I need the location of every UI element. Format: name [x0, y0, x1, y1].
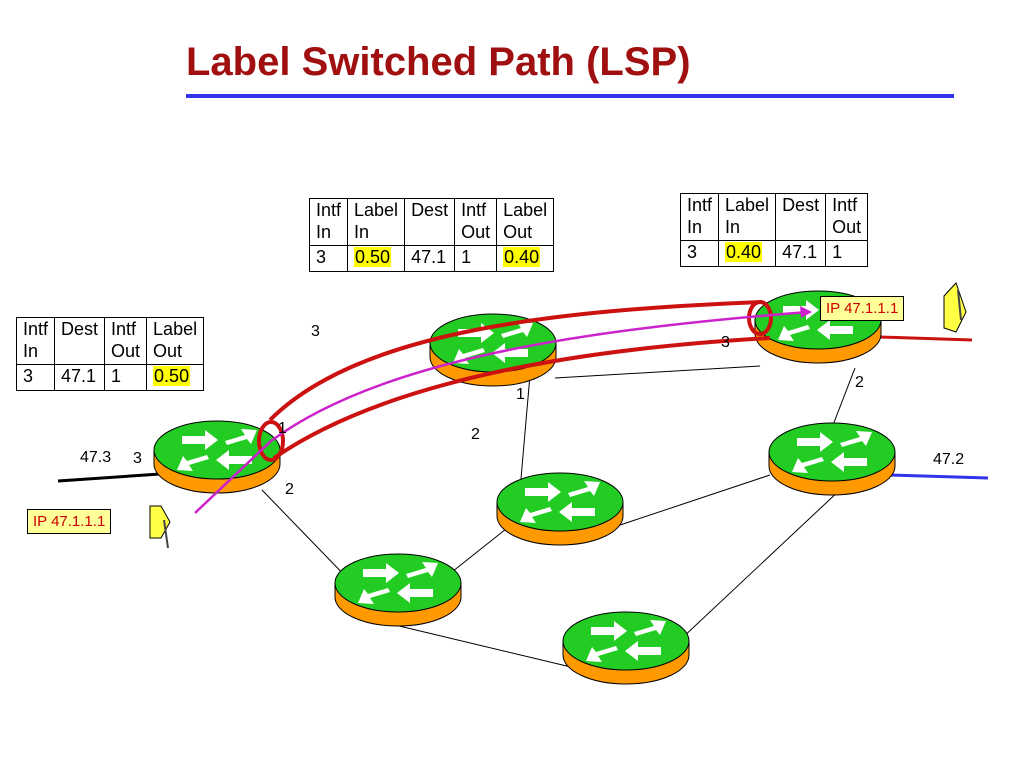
table-cell: 1 [104, 364, 148, 391]
egress-packet-label: IP 47.1.1.1 [820, 296, 905, 321]
lsp-tunnel-lower [272, 336, 771, 460]
link-r1-r4 [261, 489, 353, 584]
lsp-ingress-ring [257, 420, 285, 462]
port-label: 2 [471, 426, 480, 443]
table-cell: 3 [308, 245, 349, 272]
table-cell: 1 [825, 240, 869, 267]
router-icon [334, 553, 462, 627]
table-cell-highlighted: 0.40 [496, 245, 555, 272]
link-r4-r7 [394, 624, 576, 669]
table-cell: 3 [679, 240, 720, 267]
table-cell: 47.1 [775, 240, 827, 267]
router-icon [562, 611, 690, 685]
port-label: 1 [278, 420, 287, 437]
router-icon [496, 472, 624, 546]
table-row: 3 0.50 47.1 1 0.40 [308, 245, 555, 272]
router-icon [768, 422, 896, 496]
port-label: 1 [516, 386, 525, 403]
network-label: 47.3 [80, 449, 112, 466]
table-row: 3 0.40 47.1 1 [679, 240, 869, 267]
table-cell: 47.1 [404, 245, 456, 272]
table-cell-highlighted: 0.50 [146, 364, 205, 391]
link-47-2 [889, 473, 989, 480]
lsp-tunnel-upper [268, 300, 763, 422]
network-label: 47.2 [933, 451, 965, 468]
link-egress-out [879, 335, 973, 342]
link-r2-r5 [519, 374, 531, 491]
table-cell: 1 [454, 245, 498, 272]
table-cell: 3 [15, 364, 56, 391]
table-cell: 47.1 [54, 364, 106, 391]
port-label: 2 [285, 481, 294, 498]
port-label: 2 [855, 374, 864, 391]
table-header-cell: Dest [775, 192, 827, 242]
table-header-cell: Dest [404, 197, 456, 247]
title-underline [186, 94, 954, 98]
slide-title: Label Switched Path (LSP) [186, 40, 691, 84]
table-cell-highlighted: 0.40 [718, 240, 777, 267]
port-label: 3 [133, 450, 142, 467]
packet-arrow-icon [149, 505, 171, 549]
link-r6-r7 [679, 487, 843, 641]
link-r2-r3 [554, 365, 761, 379]
link-47-3 [57, 472, 161, 483]
packet-path-arrowhead [800, 306, 812, 318]
port-label: 3 [721, 334, 730, 351]
packet-path [194, 310, 809, 514]
port-label: 3 [311, 323, 320, 340]
packet-arrow-icon [943, 282, 967, 333]
table-header-cell: Dest [54, 316, 106, 366]
table-cell-highlighted: 0.50 [347, 245, 406, 272]
table-row: 3 47.1 1 0.50 [15, 364, 205, 391]
link-r5-r6 [619, 474, 771, 526]
ingress-packet-label: IP 47.1.1.1 [27, 509, 112, 534]
